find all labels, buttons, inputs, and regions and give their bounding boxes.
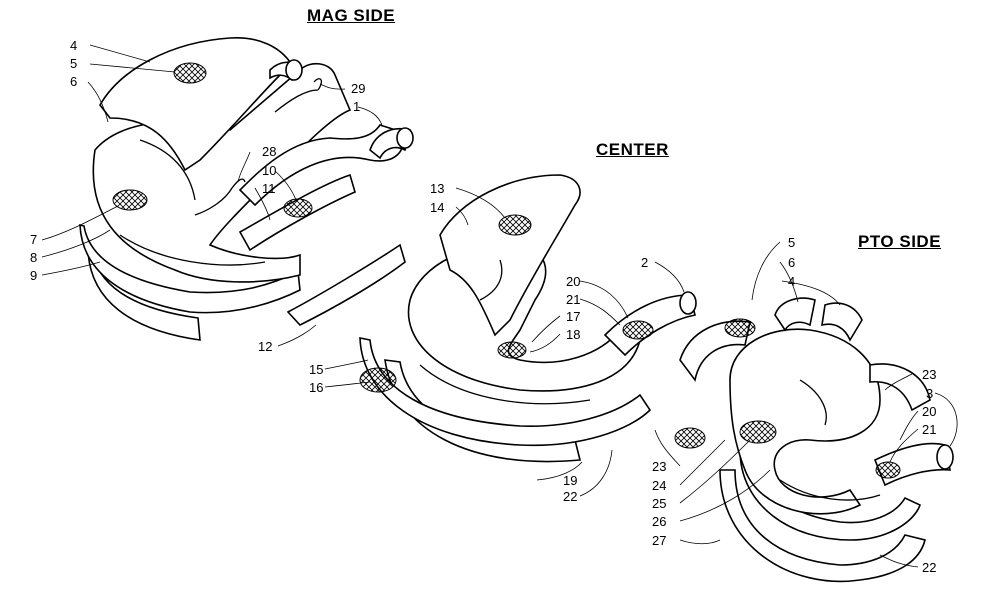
mag-side-heading: MAG SIDE bbox=[307, 6, 396, 25]
callout-label: 13 bbox=[430, 181, 445, 196]
callout-label: 12 bbox=[258, 339, 273, 354]
callout-label: 7 bbox=[30, 232, 38, 247]
callout-label: 5 bbox=[70, 56, 78, 71]
callout-label: 1 bbox=[353, 99, 361, 114]
callout-label: 14 bbox=[430, 200, 445, 215]
callout-label: 23 bbox=[922, 367, 937, 382]
callout-label: 29 bbox=[351, 81, 366, 96]
callout-label: 23 bbox=[652, 459, 667, 474]
callout-label: 18 bbox=[566, 327, 581, 342]
mag-side-assembly bbox=[41, 37, 414, 347]
callout-label: 22 bbox=[922, 560, 937, 575]
callout-label: 26 bbox=[652, 514, 667, 529]
callout-label: 5 bbox=[788, 235, 796, 250]
callout-label: 22 bbox=[563, 489, 578, 504]
callout-label: 20 bbox=[566, 274, 581, 289]
callout-label: 6 bbox=[70, 74, 78, 89]
pto-side-assembly bbox=[654, 241, 958, 583]
callout-label: 9 bbox=[30, 268, 38, 283]
callout-label: 6 bbox=[788, 255, 796, 270]
center-assembly bbox=[324, 174, 697, 497]
callout-label: 16 bbox=[309, 380, 324, 395]
callout-label: 27 bbox=[652, 533, 667, 548]
callout-label: 20 bbox=[922, 404, 937, 419]
pto-side-heading: PTO SIDE bbox=[858, 232, 942, 251]
callout-label: 11 bbox=[262, 181, 276, 196]
callout-label: 4 bbox=[788, 274, 796, 289]
callout-label: 2 bbox=[641, 255, 649, 270]
callout-label: 8 bbox=[30, 250, 38, 265]
callout-label: 19 bbox=[563, 473, 578, 488]
callout-label: 28 bbox=[262, 144, 277, 159]
callout-label: 24 bbox=[652, 478, 667, 493]
callout-label: 10 bbox=[262, 163, 277, 178]
callout-label: 25 bbox=[652, 496, 667, 511]
callout-label: 3 bbox=[926, 386, 934, 401]
callout-label: 4 bbox=[70, 38, 78, 53]
callout-label: 17 bbox=[566, 309, 581, 324]
callout-label: 21 bbox=[922, 422, 937, 437]
callout-label: 15 bbox=[309, 362, 324, 377]
center-heading: CENTER bbox=[596, 140, 669, 159]
callout-label: 21 bbox=[566, 292, 581, 307]
